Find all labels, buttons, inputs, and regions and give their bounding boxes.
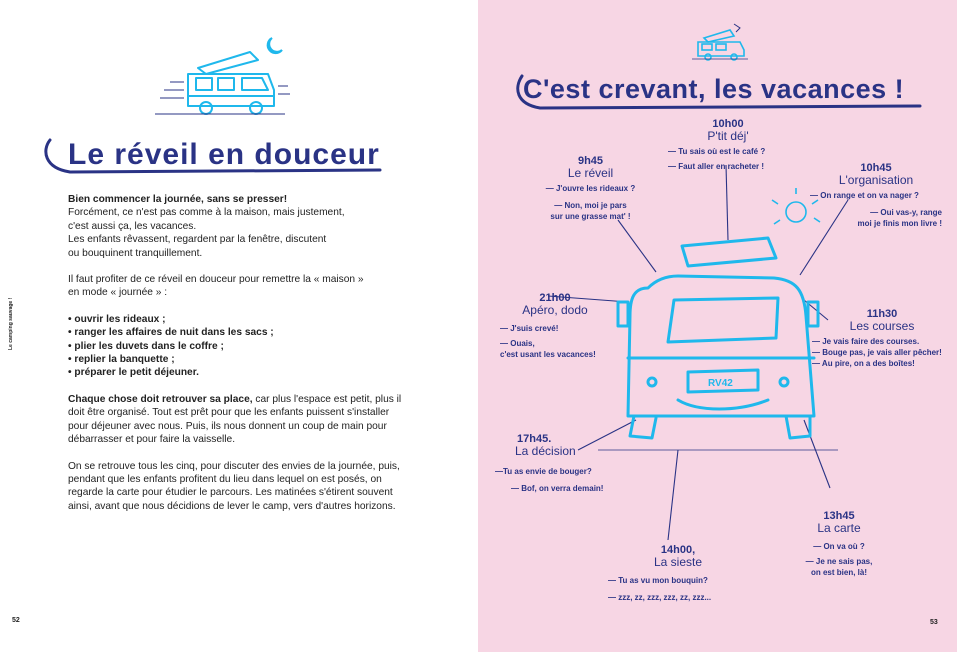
leader-line xyxy=(577,419,637,451)
event-1400: 14h00, La sieste — Tu as vu mon bouquin?… xyxy=(608,544,712,602)
title-underline xyxy=(44,138,382,174)
leader-line xyxy=(725,164,729,241)
list-item: • replier la banquette ; xyxy=(68,354,175,366)
mode-paragraph: Il faut profiter de ce réveil en douceur… xyxy=(68,274,364,299)
event-1745: 17h45. La décision —Tu as envie de bouge… xyxy=(495,433,604,493)
right-title-underline xyxy=(516,74,922,110)
van-moon-illustration xyxy=(155,37,290,115)
body-text: Bien commencer la journée, sans se press… xyxy=(68,193,408,526)
page-title: Le réveil en douceur xyxy=(68,138,380,171)
morning-paragraph: On se retrouve tous les cinq, pour discu… xyxy=(68,460,400,512)
right-page-title: C'est crevant, les vacances ! xyxy=(523,74,905,104)
license-plate: RV42 xyxy=(708,378,733,389)
page-number: 53 xyxy=(930,619,938,626)
list-item: • ranger les affaires de nuit dans les s… xyxy=(68,327,274,339)
intro-paragraph: Bien commencer la journée, sans se press… xyxy=(68,194,345,259)
event-1000: 10h00 P'tit déj' — Tu sais où est le caf… xyxy=(668,118,766,171)
big-van-drawing xyxy=(616,236,820,440)
van-diagram: RV42 xyxy=(547,164,849,541)
running-header: Le camping sauvage ! xyxy=(8,297,14,350)
left-page: Le camping sauvage ! Le réveil en douceu… xyxy=(0,0,478,652)
page-number: 52 xyxy=(12,617,20,624)
intro-heading: Bien commencer la journée, sans se press… xyxy=(68,194,288,205)
leader-line xyxy=(799,199,849,276)
organisation-paragraph: Chaque chose doit retrouver sa place, ca… xyxy=(68,393,402,446)
leader-line xyxy=(803,419,831,489)
list-item: • préparer le petit déjeuner. xyxy=(68,367,199,379)
tasks-list: • ouvrir les rideaux ; • ranger les affa… xyxy=(68,313,408,380)
small-van-icon xyxy=(692,23,748,61)
leader-line xyxy=(547,295,629,303)
event-0945: 9h45 Le réveil — J'ouvre les rideaux ? —… xyxy=(545,155,636,221)
list-item: • plier les duvets dans le coffre ; xyxy=(68,340,224,352)
list-item: • ouvrir les rideaux ; xyxy=(68,313,166,325)
leader-line xyxy=(667,449,679,541)
event-1045: 10h45 L'organisation — On range et on va… xyxy=(810,162,942,228)
event-1130: 11h30 Les courses — Je vais faire des co… xyxy=(812,308,942,368)
event-1345: 13h45 La carte — On va où ? — Je ne sais… xyxy=(805,510,873,577)
leader-line xyxy=(617,219,657,273)
event-2100: 21h00 Apéro, dodo — J'suis crevé! — Ouai… xyxy=(500,292,596,359)
sun-icon xyxy=(771,188,821,225)
